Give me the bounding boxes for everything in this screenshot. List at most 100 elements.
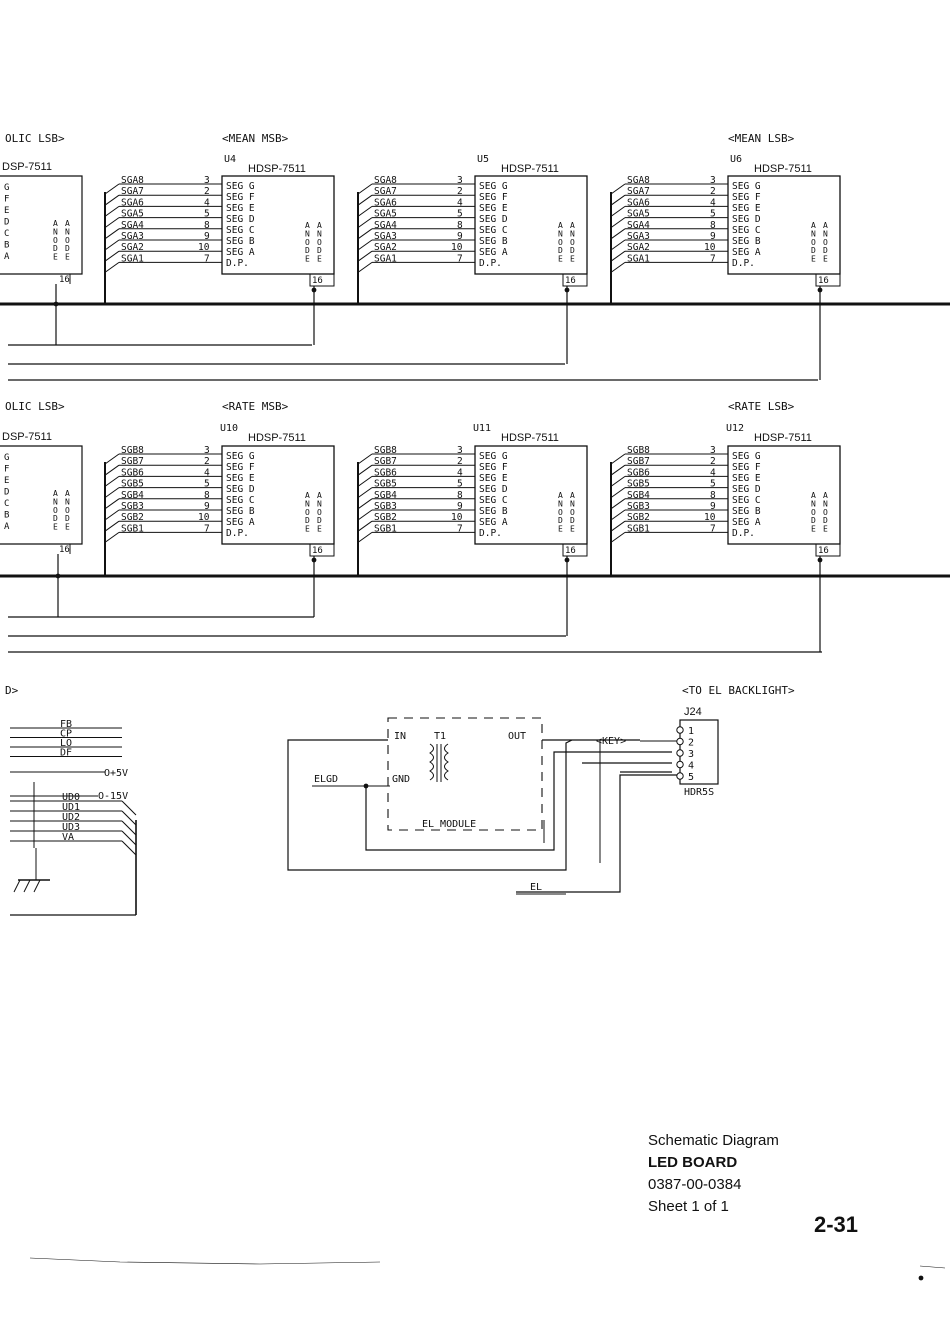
chip-seg-label: SEG F: [479, 192, 508, 203]
connector-pin-number: 1: [688, 726, 694, 737]
connector-key: <KEY>: [596, 736, 626, 747]
row-left-label: OLIC LSB>: [5, 400, 65, 413]
pin-number: 2: [710, 456, 716, 467]
anode-letter: E: [53, 523, 58, 532]
signal-name: SGB5: [374, 479, 397, 490]
anode-letter: A: [570, 221, 575, 230]
group-label: <RATE MSB>: [222, 400, 289, 413]
data-signal-entry: [121, 820, 137, 836]
bus-entry: [610, 239, 626, 251]
bus-entry: [357, 250, 373, 262]
bus-entry: [357, 194, 373, 206]
anode-letter: A: [558, 491, 563, 500]
chip-seg-label: SEG A: [226, 247, 255, 258]
bus-entry: [357, 228, 373, 240]
anode-pin-numbers: 16: [565, 276, 576, 286]
chip-seg-label: SEG F: [732, 192, 761, 203]
connector-pin-number: 5: [688, 772, 694, 783]
bus-entry: [104, 453, 120, 465]
connector-pin-number: 2: [688, 738, 694, 749]
connector-pin: [676, 760, 684, 769]
chip-seg-label: D.P.: [732, 258, 755, 269]
in-wire: [287, 739, 573, 871]
anode-letter: D: [305, 246, 310, 255]
chip-seg-label: SEG C: [479, 225, 508, 236]
bus-entry: [104, 464, 120, 476]
chip-seg-label: SEG E: [732, 203, 761, 214]
bus-entry: [610, 498, 626, 510]
signal-name: SGA2: [627, 242, 650, 253]
bus-signal-name: DF: [60, 748, 72, 759]
connector-part: HDR5S: [684, 787, 714, 798]
pin-number: 10: [198, 242, 210, 253]
pin-number: 5: [457, 209, 463, 220]
anode-letter: D: [558, 516, 563, 525]
anode-letter: E: [305, 255, 310, 264]
anode-letter: D: [811, 246, 816, 255]
signal-name: SGA8: [627, 175, 650, 186]
signal-name: SGB3: [627, 501, 650, 512]
bus-entry: [357, 239, 373, 251]
title-line-4: Sheet 1 of 1: [648, 1198, 729, 1215]
chip-ref: U10: [220, 423, 238, 434]
title-line-3: 0387-00-0384: [648, 1176, 742, 1193]
pin-number: 2: [457, 186, 463, 197]
signal-name: SGB5: [121, 479, 144, 490]
anode-letter: E: [53, 253, 58, 262]
chip-seg-label: SEG A: [479, 517, 508, 528]
chip-ref: U5: [477, 154, 489, 165]
signal-name: SGB3: [121, 501, 144, 512]
anode-junction: [817, 557, 823, 563]
anode-letter: D: [811, 516, 816, 525]
page-number: 2-31: [814, 1212, 859, 1237]
anode-junction: [564, 557, 570, 563]
connector-ref: J24: [684, 706, 702, 718]
partial-chip-part: DSP-7511: [2, 431, 52, 443]
chip-body: [727, 445, 841, 545]
pin-number: 8: [457, 220, 463, 231]
anode-letter: N: [305, 229, 310, 238]
signal-name: SGA5: [627, 209, 650, 220]
pin-number: 5: [457, 479, 463, 490]
anode-letter: A: [305, 491, 310, 500]
chip-seg-label: SEG G: [479, 451, 508, 462]
transformer-primary: [429, 743, 434, 781]
anode-letter: O: [570, 238, 575, 247]
bus-entry: [357, 205, 373, 217]
pin-number: 7: [710, 523, 716, 534]
partial-chip-seg-letter: G: [4, 183, 9, 193]
anode-letter: O: [53, 506, 58, 515]
anode-letter: O: [811, 238, 816, 247]
anode-pin-box: [309, 544, 335, 557]
pin-number: 10: [704, 242, 716, 253]
partial-chip-outline: [0, 175, 83, 275]
partial-chip-seg-letter: B: [4, 511, 9, 521]
signal-name: SGB2: [374, 512, 397, 523]
pin-number: 8: [710, 490, 716, 501]
chip-seg-label: SEG C: [226, 495, 255, 506]
signal-name: SGA4: [374, 220, 397, 231]
data-signal-name: VA: [62, 832, 74, 843]
signal-name: SGB6: [627, 467, 650, 478]
title-line-1: Schematic Diagram: [648, 1132, 779, 1149]
pin-number: 8: [204, 490, 210, 501]
ground-hatch: [13, 879, 21, 893]
bus-entry: [104, 228, 120, 240]
signal-name: SGB5: [627, 479, 650, 490]
chip-seg-label: D.P.: [479, 528, 502, 539]
bus-entry: [104, 261, 120, 273]
bus-junction: [53, 301, 59, 307]
signal-name: SGB8: [374, 445, 397, 456]
bus-entry: [104, 531, 120, 543]
display-rows: OLIC LSB><MEAN MSB><MEAN LSB>DSP-7511GFE…: [0, 132, 950, 653]
group-label: <MEAN LSB>: [728, 132, 795, 145]
chip-seg-label: SEG F: [479, 462, 508, 473]
anode-letter: N: [811, 499, 816, 508]
chip-body: [727, 175, 841, 275]
pin-number: 8: [204, 220, 210, 231]
anode-letter: O: [317, 238, 322, 247]
